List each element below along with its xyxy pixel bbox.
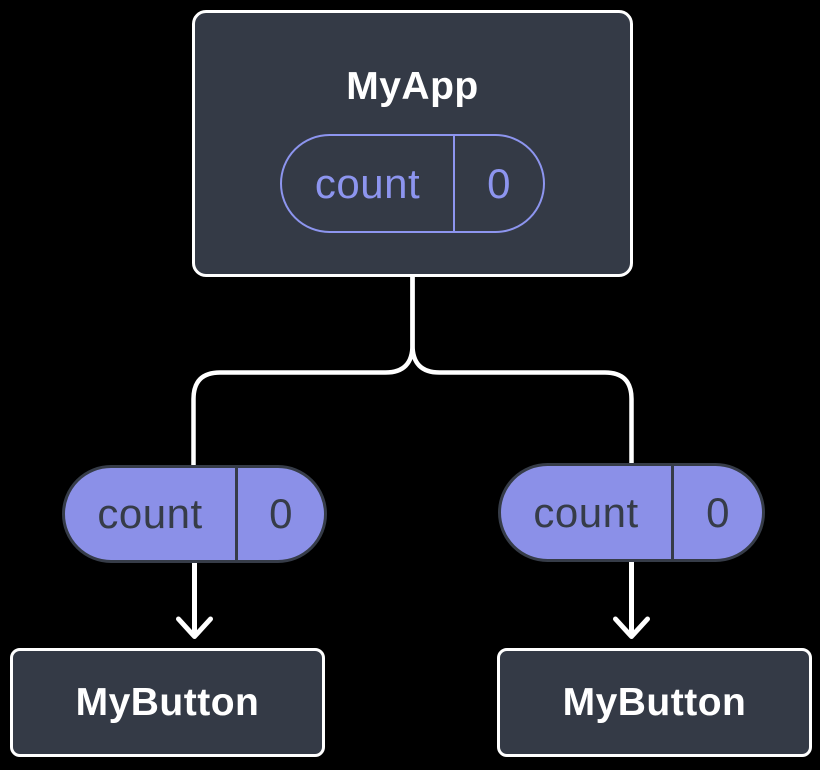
state-pill-myapp: count 0 <box>280 134 545 233</box>
component-node-myapp: MyApp count 0 <box>192 10 633 277</box>
prop-pill-left-value: 0 <box>269 490 293 537</box>
component-node-mybutton-right: MyButton <box>497 648 812 757</box>
component-title-myapp: MyApp <box>346 65 479 108</box>
component-title-mybutton-left: MyButton <box>75 680 260 724</box>
fork-branch-right-line <box>410 272 634 464</box>
component-node-mybutton-left: MyButton <box>10 648 325 757</box>
arrow-right-head-icon <box>613 616 650 639</box>
prop-pill-right-value: 0 <box>706 488 730 536</box>
arrow-left-head-icon <box>176 616 213 639</box>
state-pill-value: 0 <box>487 159 511 207</box>
prop-pill-left: count 0 <box>62 465 327 563</box>
prop-pill-right-label: count <box>501 466 674 559</box>
prop-pill-right: count 0 <box>498 463 765 562</box>
fork-branch-left-line <box>191 272 415 466</box>
prop-pill-left-label: count <box>65 468 238 560</box>
state-pill-label: count <box>282 136 455 231</box>
component-title-mybutton-right: MyButton <box>562 680 747 724</box>
